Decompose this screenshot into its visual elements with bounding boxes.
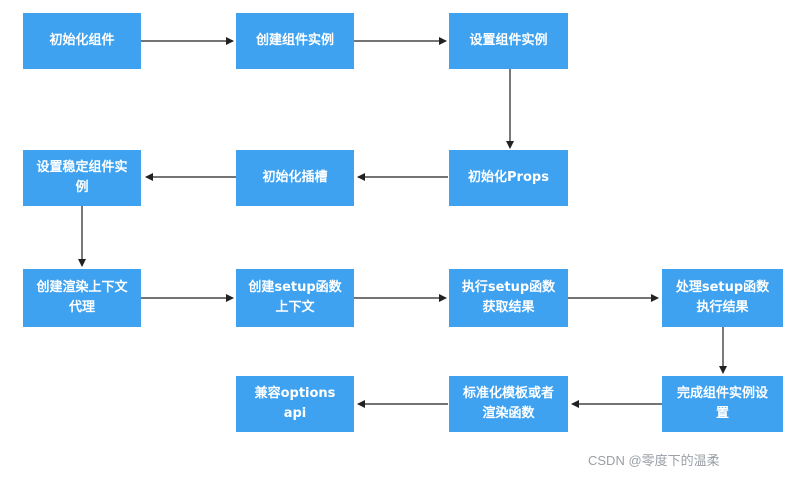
node-call-setup: 执行setup函数 获取结果	[449, 269, 568, 327]
node-init-component: 初始化组件	[23, 13, 141, 69]
node-create-component-instance: 创建组件实例	[236, 13, 354, 69]
node-finish-component-setup: 完成组件实例设 置	[662, 376, 783, 432]
node-handle-setup-result: 处理setup函数 执行结果	[662, 269, 783, 327]
node-init-slots: 初始化插槽	[236, 150, 354, 206]
node-setup-stateful-component: 设置稳定组件实 例	[23, 150, 141, 206]
node-options-api-compat: 兼容options api	[236, 376, 354, 432]
node-setup-component-instance: 设置组件实例	[449, 13, 568, 69]
node-init-props: 初始化Props	[449, 150, 568, 206]
csdn-watermark: CSDN @零度下的温柔	[588, 453, 720, 468]
node-create-render-context-proxy: 创建渲染上下文 代理	[23, 269, 141, 327]
node-create-setup-context: 创建setup函数 上下文	[236, 269, 354, 327]
node-normalize-template-render: 标准化模板或者 渲染函数	[449, 376, 568, 432]
